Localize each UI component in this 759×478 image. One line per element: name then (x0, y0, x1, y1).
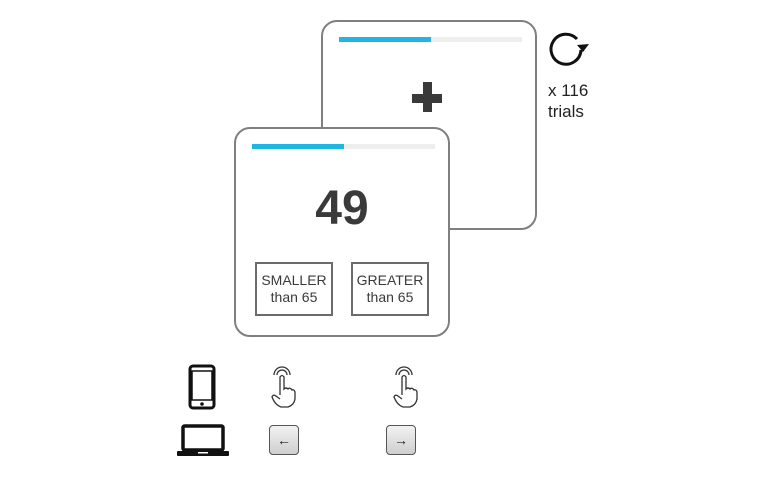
progress-fill (252, 144, 344, 149)
tap-icon (271, 366, 296, 408)
greater-button-label: GREATER (356, 272, 424, 288)
fixation-cross-icon (412, 82, 446, 116)
left-arrow-key: ← (269, 425, 299, 455)
greater-button-sublabel: than 65 (366, 289, 414, 305)
smaller-button-sublabel: than 65 (270, 289, 318, 305)
smaller-button[interactable]: SMALLER than 65 (255, 262, 333, 316)
phone-icon (188, 364, 216, 410)
progress-bar (339, 37, 522, 42)
stimulus-number: 49 (315, 182, 369, 235)
trials-label: trials (548, 102, 584, 121)
repeat-icon (549, 32, 589, 66)
right-arrow-key: → (386, 425, 416, 455)
greater-button[interactable]: GREATER than 65 (351, 262, 429, 316)
stimulus-card: 49 SMALLER than 65 GREATER than 65 (234, 127, 450, 337)
progress-fill (339, 37, 431, 42)
trials-count: x 116 trials (548, 80, 588, 122)
progress-bar (252, 144, 435, 149)
trials-count-label: x 116 (548, 81, 589, 100)
tap-icon (393, 366, 418, 408)
laptop-icon (177, 424, 229, 456)
smaller-button-label: SMALLER (261, 272, 327, 288)
